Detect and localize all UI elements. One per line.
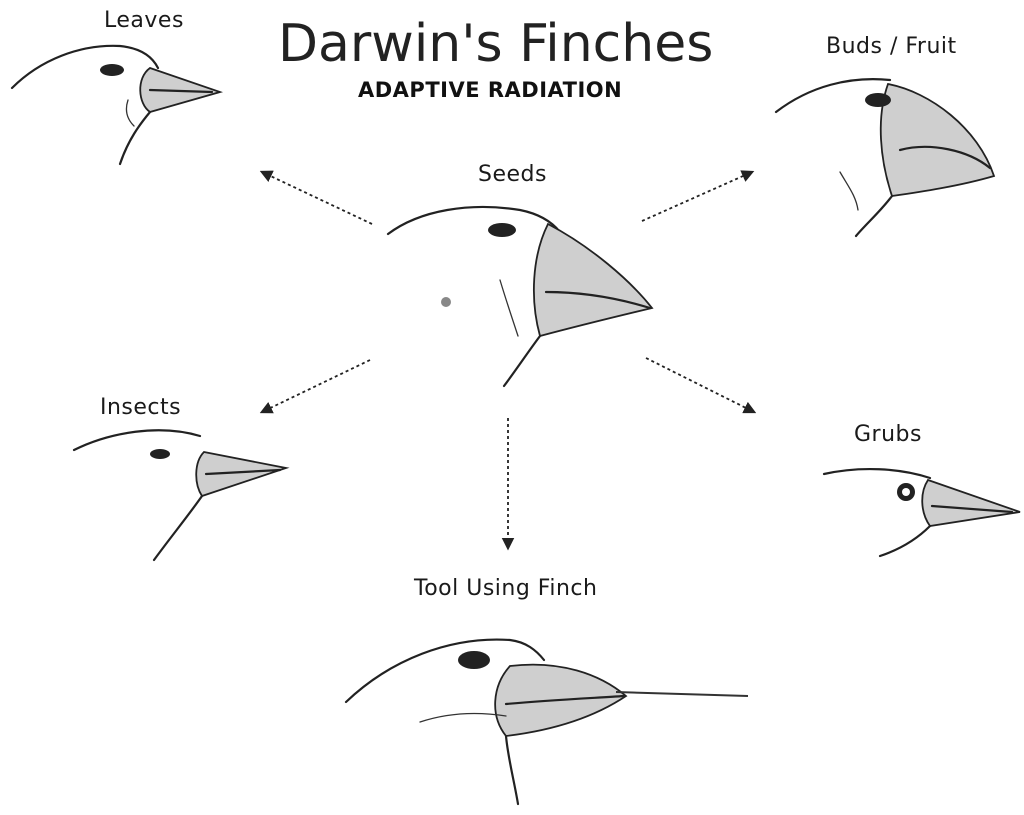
tool-using-finch-icon [346, 640, 748, 804]
arrow-to-grubs [646, 358, 754, 412]
arrow-to-buds-fruit [642, 172, 752, 221]
arrow-to-leaves [262, 172, 372, 224]
grub-eating-finch-icon [824, 469, 1020, 556]
cactus-spine-tool [616, 692, 748, 696]
seed-eating-finch-icon [388, 207, 652, 386]
arrow-to-insects [262, 360, 370, 412]
insect-eating-finch-icon [74, 430, 286, 560]
bud-fruit-eating-finch-icon [776, 79, 994, 236]
leaf-eating-finch-icon [12, 46, 220, 164]
